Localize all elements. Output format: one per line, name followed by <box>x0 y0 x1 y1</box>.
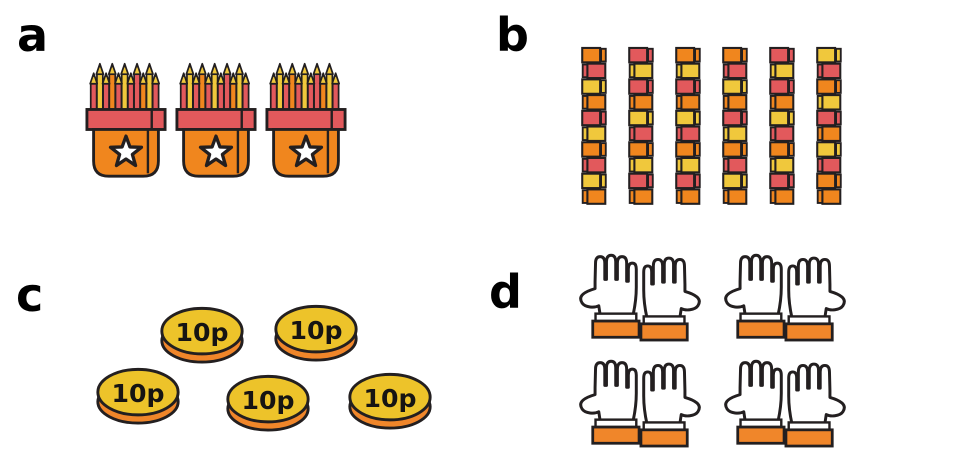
hand <box>724 359 783 423</box>
hand-pair <box>579 359 701 448</box>
coin-10p: 10p <box>96 367 180 425</box>
pencil-pot <box>265 62 347 178</box>
coin-face <box>160 306 244 356</box>
coin-10p: 10p <box>160 306 244 364</box>
star-icon <box>108 134 144 168</box>
cuff <box>736 425 786 445</box>
cube-tower <box>581 46 607 205</box>
cuff <box>591 425 641 445</box>
hand <box>579 359 638 423</box>
cube-tower <box>628 46 654 205</box>
section-b-label: b <box>496 8 529 62</box>
coin-label: 10p <box>111 379 164 408</box>
section-d-label: d <box>489 265 522 319</box>
cube-tower <box>816 46 842 205</box>
coin-label: 10p <box>363 384 416 413</box>
coin-10p: 10p <box>274 304 358 362</box>
coin-face <box>96 367 180 417</box>
coin-face <box>274 304 358 354</box>
coin-10p: 10p <box>348 372 432 430</box>
coin-face <box>226 374 310 424</box>
coin-label: 10p <box>289 316 342 345</box>
cube-tower <box>722 46 748 205</box>
coin-face <box>348 372 432 422</box>
cube-tower <box>675 46 701 205</box>
hand-pair <box>724 359 846 448</box>
coin-label: 10p <box>175 318 228 347</box>
cube-tower <box>769 46 795 205</box>
star-icon <box>198 134 234 168</box>
cube-towers-group <box>578 42 845 212</box>
pencil-pot <box>175 62 257 178</box>
coin-10p: 10p <box>226 374 310 432</box>
hand-pair <box>579 253 701 342</box>
hand <box>579 253 638 317</box>
coin-label: 10p <box>241 386 294 415</box>
section-a-label: a <box>17 8 49 62</box>
pencil-pot <box>85 62 167 178</box>
cuff <box>591 319 641 339</box>
star-icon <box>288 134 324 168</box>
hand-pair <box>724 253 846 342</box>
pencils <box>179 62 251 115</box>
hand <box>724 253 783 317</box>
section-c-label: c <box>16 268 44 322</box>
cuff <box>736 319 786 339</box>
pencil-pots-group <box>84 58 348 180</box>
